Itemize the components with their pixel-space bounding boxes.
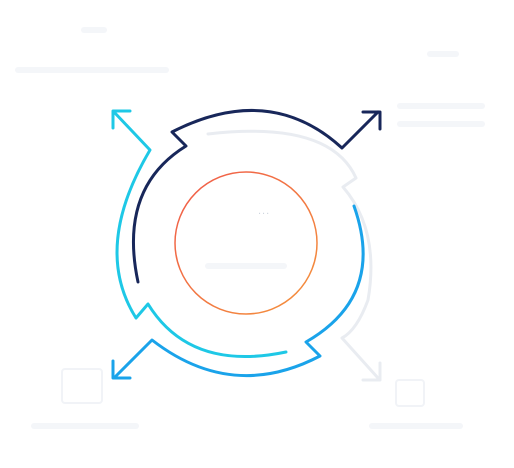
clipboard-icon (395, 379, 425, 407)
center-circle (174, 171, 318, 315)
arrow-down-left-icon (111, 359, 132, 380)
arrow-up-right-icon (361, 110, 382, 131)
gray-cycle-arrow (206, 129, 380, 380)
faint-placeholder-lines (15, 27, 485, 429)
navy-cycle-arrow (131, 108, 380, 284)
document-icon (61, 368, 103, 404)
arrow-down-right-icon (361, 361, 382, 382)
cyan-cycle-arrow (112, 110, 288, 359)
center-label: ... (258, 205, 271, 217)
blue-cycle-arrow (114, 204, 365, 378)
arrow-up-left-icon (111, 109, 132, 130)
